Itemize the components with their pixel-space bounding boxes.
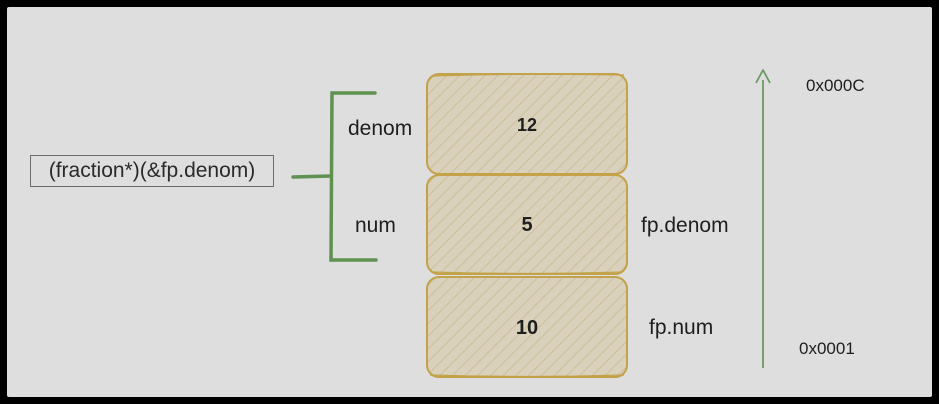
cell-label-fp-denom: fp.denom (641, 214, 729, 237)
field-label-num: num (355, 214, 396, 237)
cast-expression-box: (fraction*)(&fp.denom) (30, 155, 274, 187)
address-arrow (755, 69, 771, 368)
memory-cell-bottom (426, 276, 628, 378)
cell-label-fp-num: fp.num (649, 316, 714, 339)
memory-cell-middle (426, 174, 628, 275)
address-high: 0x000C (806, 76, 865, 95)
field-label-denom: denom (348, 117, 413, 140)
address-low: 0x0001 (799, 339, 855, 358)
cell-value-bottom: 10 (515, 317, 539, 339)
struct-bracket (291, 91, 378, 262)
cell-value-top: 12 (516, 115, 538, 135)
cell-value-middle: 5 (521, 214, 533, 236)
